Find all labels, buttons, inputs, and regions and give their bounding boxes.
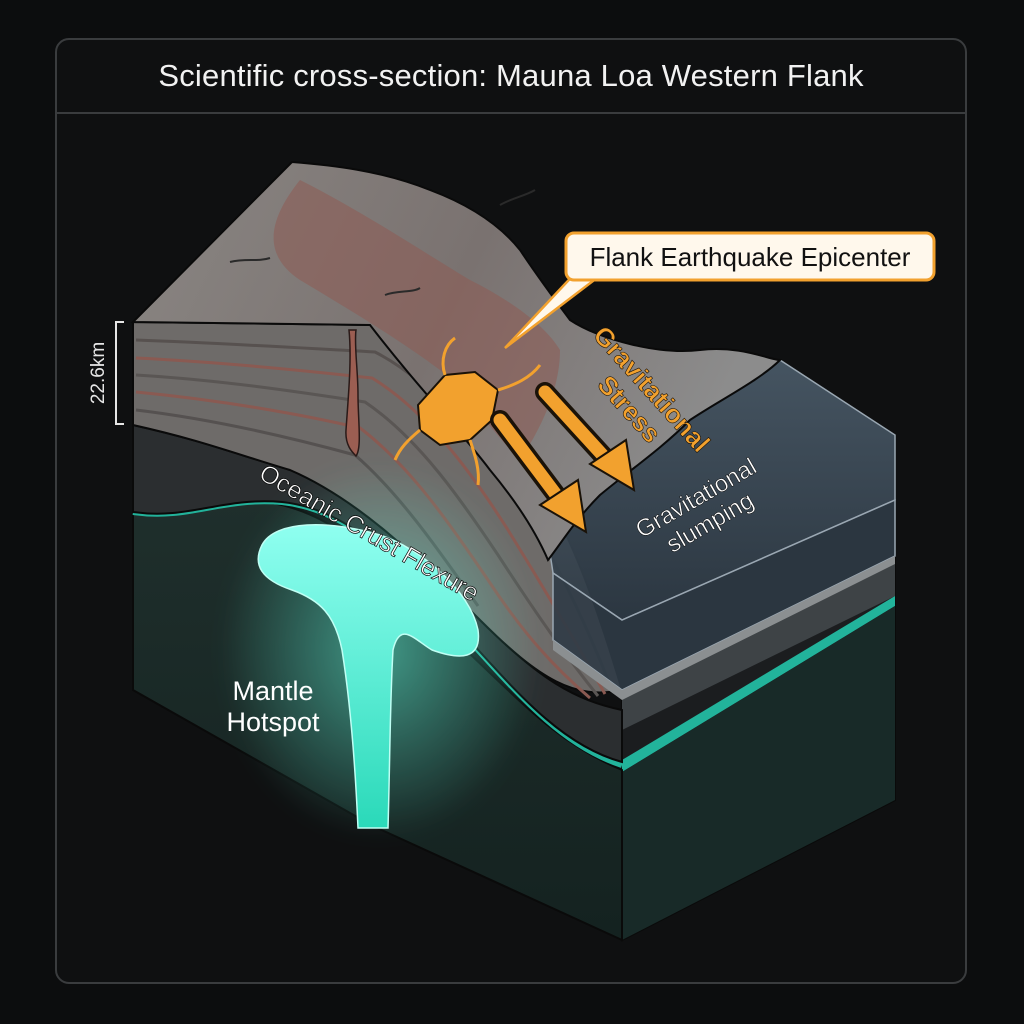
hotspot-plume — [257, 524, 480, 829]
epicenter-label: Flank Earthquake Epicenter — [590, 242, 911, 272]
hotspot-label-line-2: Hotspot — [226, 707, 320, 737]
magma-dike — [345, 329, 361, 458]
scale-label: 22.6km — [88, 342, 109, 404]
scale-bracket — [115, 321, 124, 425]
hotspot-label-line-1: Mantle — [232, 676, 313, 706]
surface-crack-1 — [499, 189, 536, 206]
stress-arrow-2 — [535, 382, 636, 492]
right-face-teal-line — [622, 596, 895, 772]
right-face-crust-band — [622, 556, 895, 730]
surface-crack-3 — [384, 287, 421, 296]
page-title: Scientific cross-section: Mauna Loa West… — [158, 58, 864, 93]
surface-crack-2 — [229, 257, 271, 263]
right-face-deep — [622, 606, 895, 940]
callout-box — [564, 231, 936, 282]
title-bar: Scientific cross-section: Mauna Loa West… — [57, 40, 965, 114]
stress-arrow-1 — [490, 410, 588, 534]
